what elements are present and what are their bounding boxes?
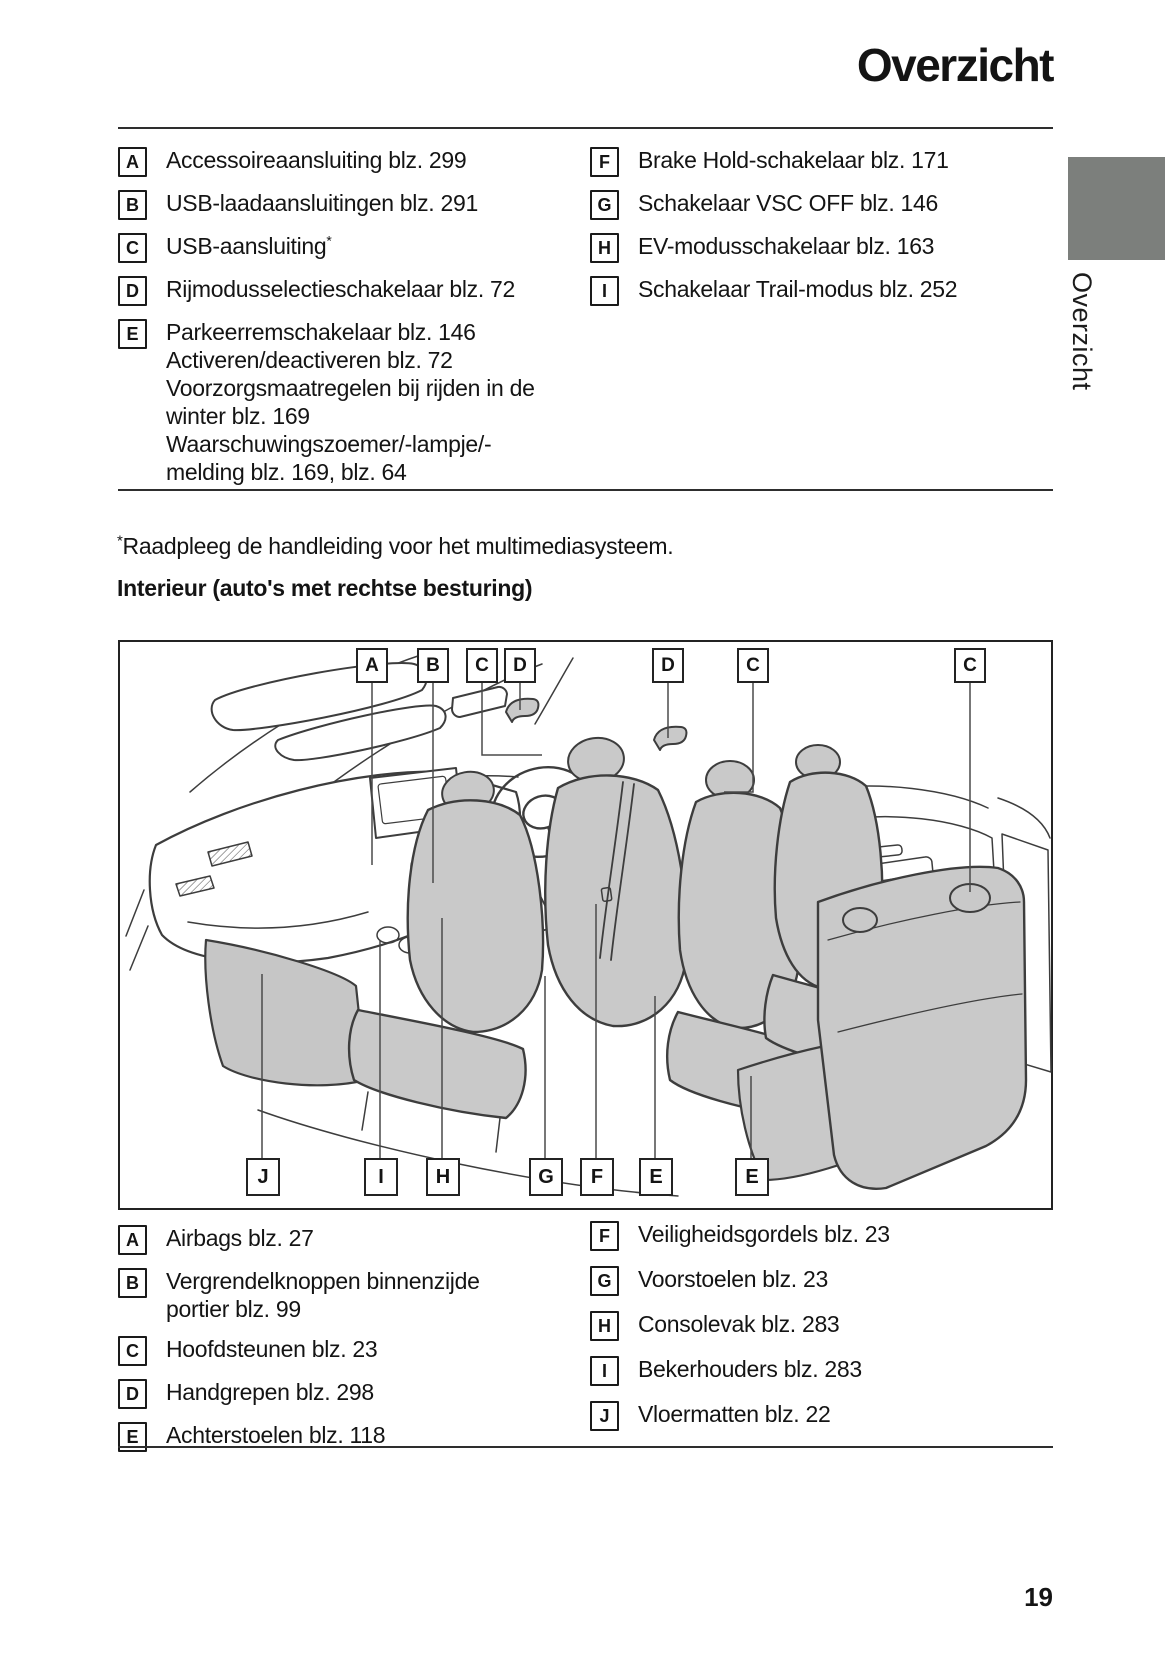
legend-key-I: I xyxy=(590,1356,619,1386)
diagram-label-I: I xyxy=(364,1158,398,1196)
divider-middle xyxy=(118,489,1053,491)
footnote-marker: * xyxy=(117,532,123,550)
diagram-label-C: C xyxy=(737,648,769,683)
legend-key-F: F xyxy=(590,147,619,177)
legend-text: USB-laadaansluitingen blz. 291 xyxy=(166,190,478,216)
legend-item-A: A Airbags blz. 27 xyxy=(118,1224,590,1255)
legend-text: Airbags blz. 27 xyxy=(166,1225,314,1251)
legend-text: Voorstoelen blz. 23 xyxy=(638,1266,828,1292)
diagram-label-G: G xyxy=(529,1158,563,1196)
legend-key-C: C xyxy=(118,233,147,263)
car-interior-illustration xyxy=(125,655,1052,1197)
legend-bottom-right: F Veiligheidsgordels blz. 23 G Voorstoelen … xyxy=(590,1220,1053,1445)
legend-item-F: F Brake Hold-schakelaar blz. 171 xyxy=(590,146,1053,177)
diagram-label-D: D xyxy=(652,648,684,683)
legend-item-I: I Bekerhouders blz. 283 xyxy=(590,1355,1053,1386)
legend-item-J: J Vloermatten blz. 22 xyxy=(590,1400,1053,1431)
legend-key-F: F xyxy=(590,1221,619,1251)
legend-item-D: D Rijmodusselectieschakelaar blz. 72 xyxy=(118,275,590,306)
legend-item-H: H Consolevak blz. 283 xyxy=(590,1310,1053,1341)
legend-key-E: E xyxy=(118,319,147,349)
legend-key-G: G xyxy=(590,1266,619,1296)
footnote-text: Raadpleeg de handleiding voor het multim… xyxy=(122,533,674,559)
legend-text: Consolevak blz. 283 xyxy=(638,1311,840,1337)
legend-item-G: G Voorstoelen blz. 23 xyxy=(590,1265,1053,1296)
legend-key-J: J xyxy=(590,1401,619,1431)
diagram-label-C: C xyxy=(466,648,498,683)
legend-text: Veiligheidsgordels blz. 23 xyxy=(638,1221,890,1247)
legend-key-H: H xyxy=(590,1311,619,1341)
legend-text: Vloermatten blz. 22 xyxy=(638,1401,831,1427)
diagram-label-D: D xyxy=(504,648,536,683)
legend-key-I: I xyxy=(590,276,619,306)
page-number: 19 xyxy=(1024,1582,1053,1612)
chapter-tab-label: Overzicht xyxy=(1067,272,1097,391)
legend-text: Accessoireaansluiting blz. 299 xyxy=(166,147,467,173)
legend-text: Rijmodusselectieschakelaar blz. 72 xyxy=(166,276,516,302)
legend-item-I: I Schakelaar Trail-modus blz. 252 xyxy=(590,275,1053,306)
diagram-label-A: A xyxy=(356,648,388,683)
legend-key-B: B xyxy=(118,1268,147,1298)
legend-text: Handgrepen blz. 298 xyxy=(166,1379,374,1405)
legend-key-D: D xyxy=(118,276,147,306)
diagram-label-F: F xyxy=(580,1158,614,1196)
divider-bottom xyxy=(118,1446,1053,1448)
legend-text: EV-modusschakelaar blz. 163 xyxy=(638,233,935,259)
legend-key-D: D xyxy=(118,1379,147,1409)
legend-item-F: F Veiligheidsgordels blz. 23 xyxy=(590,1220,1053,1251)
divider-top xyxy=(118,127,1053,129)
legend-item-G: G Schakelaar VSC OFF blz. 146 xyxy=(590,189,1053,220)
legend-item-A: A Accessoireaansluiting blz. 299 xyxy=(118,146,590,177)
legend-item-C: C USB-aansluiting* xyxy=(118,232,590,263)
legend-key-B: B xyxy=(118,190,147,220)
diagram-label-E: E xyxy=(639,1158,673,1196)
legend-text: USB-aansluiting* xyxy=(166,232,332,259)
diagram-label-B: B xyxy=(417,648,449,683)
legend-key-A: A xyxy=(118,147,147,177)
legend-text: Achterstoelen blz. 118 xyxy=(166,1422,386,1448)
legend-bottom-left: A Airbags blz. 27 B Vergrendelknoppen binne… xyxy=(118,1224,590,1464)
diagram-label-E: E xyxy=(735,1158,769,1196)
legend-item-D: D Handgrepen blz. 298 xyxy=(118,1378,590,1409)
legend-text: Schakelaar VSC OFF blz. 146 xyxy=(638,190,938,216)
legend-item-C: C Hoofdsteunen blz. 23 xyxy=(118,1335,590,1366)
footnote: *Raadpleeg de handleiding voor het multi… xyxy=(117,532,674,560)
legend-key-A: A xyxy=(118,1225,147,1255)
legend-text: Schakelaar Trail-modus blz. 252 xyxy=(638,276,958,302)
diagram-label-J: J xyxy=(246,1158,280,1196)
diagram-label-C: C xyxy=(954,648,986,683)
legend-item-H: H EV-modusschakelaar blz. 163 xyxy=(590,232,1053,263)
diagram-frame xyxy=(118,640,1053,1210)
chapter-tab-marker xyxy=(1068,157,1165,260)
legend-text: Brake Hold-schakelaar blz. 171 xyxy=(638,147,949,173)
legend-key-H: H xyxy=(590,233,619,263)
legend-text: Hoofdsteunen blz. 23 xyxy=(166,1336,378,1362)
diagram-label-H: H xyxy=(426,1158,460,1196)
legend-key-C: C xyxy=(118,1336,147,1366)
legend-text: Bekerhouders blz. 283 xyxy=(638,1356,862,1382)
legend-item-B: B USB-laadaansluitingen blz. 291 xyxy=(118,189,590,220)
section-heading: Interieur (auto's met rechtse besturing) xyxy=(117,575,533,601)
page-title: Overzicht xyxy=(856,39,1055,91)
legend-key-G: G xyxy=(590,190,619,220)
